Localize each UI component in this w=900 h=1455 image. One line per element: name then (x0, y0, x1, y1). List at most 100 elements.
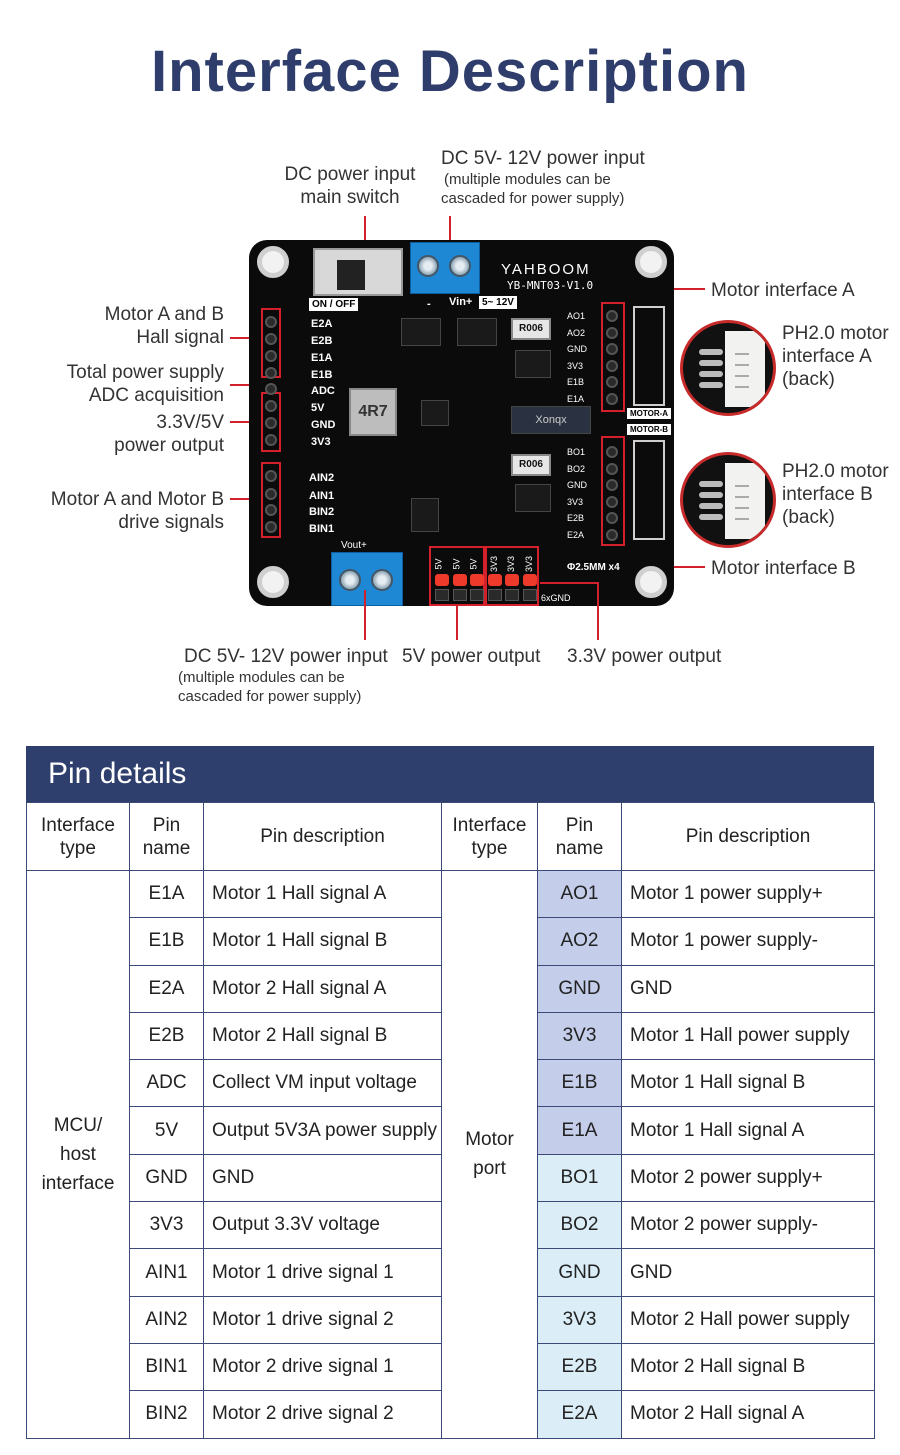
callout-adc: Total power supply ADC acquisition (20, 361, 224, 407)
pin-description-cell: Motor 1 Hall signal B (621, 1059, 875, 1108)
header-pin (265, 333, 277, 345)
hall-chip (515, 484, 551, 512)
header-pin (265, 383, 277, 395)
pin-description-cell: Motor 2 drive signal 2 (203, 1390, 442, 1439)
hole-size-label: Φ2.5MM x4 (567, 562, 620, 573)
motor-a-label: MOTOR-A (627, 408, 672, 419)
pin-name-cell: GND (129, 1153, 204, 1203)
header-pin (265, 350, 277, 362)
callout-drive-line1: Motor A and Motor B (50, 489, 224, 510)
pin-silk-label: AIN2 (309, 472, 335, 484)
regulator-chip (421, 400, 449, 426)
callout-3v3-output: 3.3V power output (567, 646, 722, 667)
pin-silk-label: BO2 (567, 463, 586, 474)
pin-name-cell: 3V3 (537, 1011, 622, 1061)
power-input-terminal[interactable] (410, 242, 480, 294)
header-pin (606, 343, 618, 355)
header-pin (606, 479, 618, 491)
pin-description-cell: Collect VM input voltage (203, 1059, 442, 1108)
pin-description-cell: Output 5V3A power supply (203, 1106, 442, 1155)
output-pin-label: 3V3 (506, 555, 517, 573)
pin-description-cell: Motor 2 Hall signal A (621, 1390, 875, 1439)
vin-range-label: 5~ 12V (479, 296, 517, 309)
power-switch[interactable] (313, 248, 403, 296)
pin-silk-label: 3V3 (567, 360, 584, 371)
header-pin (606, 512, 618, 524)
header-pin (265, 367, 277, 379)
pin-silk-label: GND (567, 344, 587, 354)
pin-name-cell: BO1 (537, 1153, 622, 1203)
callout-power-input-top-note1: (multiple modules can be (444, 171, 611, 188)
shunt-resistor: R006 (511, 454, 551, 476)
pin-silk-label: BIN2 (309, 506, 335, 518)
leader-line-hall (230, 337, 258, 339)
mounting-hole (635, 566, 667, 598)
callout-ph2-a-line3: (back) (782, 369, 835, 390)
page-title: Interface Description (151, 39, 749, 104)
pin-name-cell: BO2 (537, 1201, 622, 1250)
vin-plus-label: Vin+ (449, 296, 473, 308)
output-pin-gnd (452, 589, 467, 601)
callout-power-input-top-note2: cascaded for power supply) (441, 190, 625, 207)
callout-ph2-a-line1: PH2.0 motor (782, 323, 889, 344)
callout-power-output: 3.3V/5V power output (40, 411, 224, 457)
ph2-connector-a-closeup (680, 320, 776, 416)
callout-drive-line2: drive signals (118, 512, 224, 533)
header-pin (265, 521, 277, 533)
pin-name-cell: 5V (129, 1106, 204, 1155)
driver-chip (457, 318, 497, 346)
leader-line-drive (230, 498, 258, 500)
pin-name-cell: AIN2 (129, 1295, 204, 1344)
pin-silk-label: E1B (567, 377, 585, 387)
output-pin-power (487, 574, 502, 586)
pin-name-cell: AIN1 (129, 1248, 204, 1297)
pin-silk-label: BIN1 (309, 523, 335, 535)
callout-power-input-top-title: DC 5V- 12V power input (441, 148, 645, 169)
callout-power-input-bottom-note1: (multiple modules can be (178, 669, 345, 686)
pin-description-cell: Motor 2 power supply- (621, 1201, 875, 1250)
output-pin-power (452, 574, 467, 586)
header-pin (265, 400, 277, 412)
pin-description-cell: GND (621, 1248, 875, 1297)
output-pin-gnd (487, 589, 502, 601)
ph2-connector-b-closeup (680, 452, 776, 548)
pin-description-cell: Motor 1 power supply- (621, 917, 875, 966)
power-output-terminal[interactable] (331, 552, 403, 606)
header-pin (606, 495, 618, 508)
pin-description-cell: Motor 2 Hall power supply (621, 1295, 875, 1344)
pin-silk-label: E1A (567, 393, 585, 404)
pin-silk-label: GND (567, 480, 587, 490)
leader-line-5v (456, 606, 458, 640)
callout-drive-signals: Motor A and Motor B drive signals (20, 488, 224, 534)
pin-name-cell: 3V3 (537, 1295, 622, 1344)
brand-logo: YAHBOOM (501, 261, 591, 278)
pin-name-cell: AO1 (537, 869, 622, 919)
output-pin-power (435, 574, 449, 586)
callout-main-switch: DC power input main switch (272, 163, 428, 209)
pin-silk-label: AO2 (567, 327, 586, 338)
callout-motor-interface-b: Motor interface B (711, 558, 856, 579)
header-pin (606, 359, 618, 372)
gnd-count-label: 6xGND (541, 593, 571, 603)
leader-line-power-output (230, 421, 258, 423)
pin-silk-label: E2B (311, 335, 333, 347)
header-pin (265, 434, 277, 446)
callout-adc-line2: ADC acquisition (88, 385, 224, 406)
vout-plus-label: Vout+ (341, 540, 367, 551)
pin-silk-label: GND (311, 419, 336, 431)
ldo-chip (411, 498, 439, 532)
pin-description-cell: Motor 1 Hall signal A (203, 869, 442, 919)
pin-silk-label: AO1 (567, 311, 586, 321)
callout-power-input-bottom-title: DC 5V- 12V power input (184, 646, 388, 667)
pin-silk-label: BO1 (567, 447, 586, 457)
leader-line-power-bottom (364, 590, 366, 640)
motor-a-connector-outline (633, 306, 665, 406)
pin-name-cell: E1B (129, 917, 204, 966)
